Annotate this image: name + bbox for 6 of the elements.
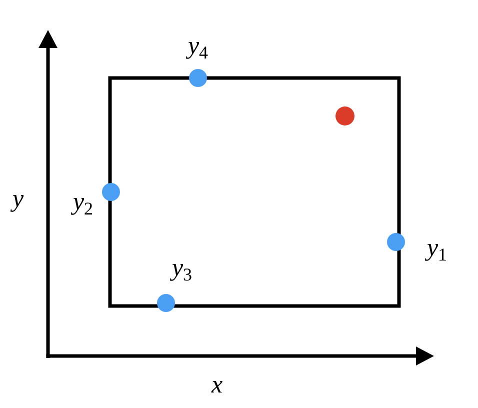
point-label: y$_{1}$ bbox=[426, 236, 448, 260]
point-label: y$_{4}$ bbox=[188, 34, 208, 58]
axis-label: x bbox=[211, 372, 223, 398]
point-label: y$_{2}$ bbox=[72, 190, 94, 214]
axis-label: y bbox=[12, 186, 24, 212]
point-label: y$_{3}$ bbox=[172, 256, 192, 280]
